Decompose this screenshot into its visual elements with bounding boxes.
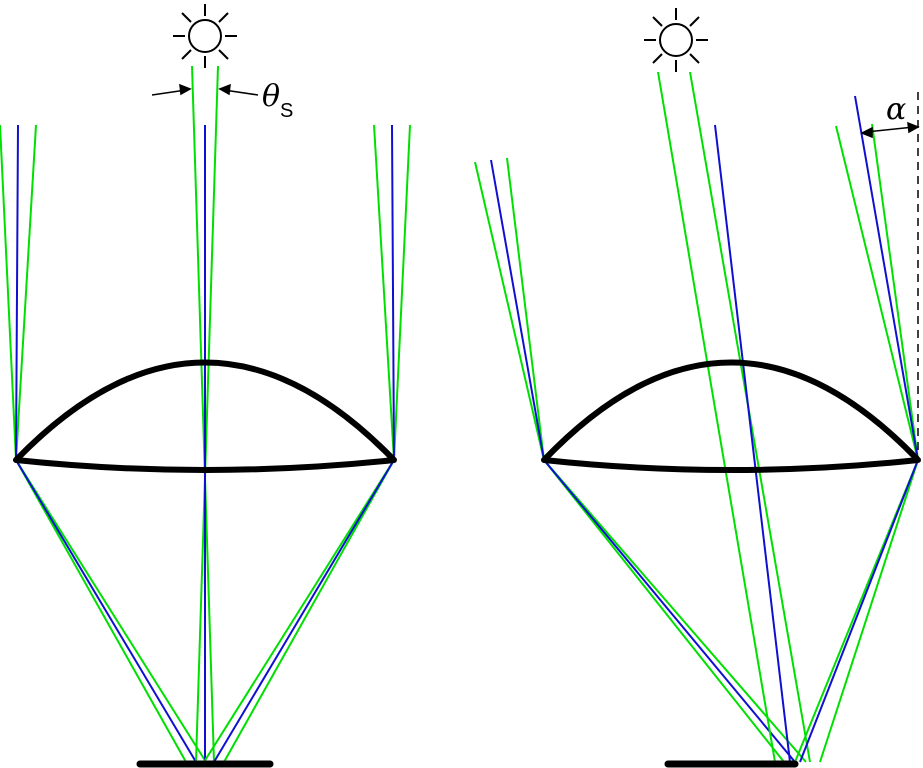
central-ray <box>543 459 796 763</box>
edge-ray <box>474 161 545 461</box>
central-ray <box>799 459 919 763</box>
theta-subscript-label: S <box>280 100 294 122</box>
edge-ray <box>195 65 219 763</box>
alpha-symbol-label: α <box>886 92 907 127</box>
edge-ray <box>15 124 37 461</box>
ray-group-left <box>474 157 807 763</box>
left-panel-normal-incidence <box>0 4 411 768</box>
edge-ray <box>506 157 545 461</box>
edge-ray <box>15 459 207 763</box>
edge-ray <box>819 459 919 763</box>
central-ray <box>714 124 791 763</box>
central-ray <box>490 159 545 461</box>
edge-ray <box>835 125 919 461</box>
edge-ray <box>373 124 395 461</box>
ray-group-center <box>191 65 219 763</box>
central-ray <box>15 459 197 763</box>
ray-group-center <box>657 71 811 763</box>
right-panel-oblique-incidence <box>474 8 921 768</box>
central-ray <box>391 124 395 461</box>
lens <box>541 359 921 473</box>
edge-ray <box>15 459 187 763</box>
theta-angle-marker <box>151 83 259 96</box>
ray-group-right <box>203 124 411 763</box>
lens <box>13 359 397 473</box>
central-ray <box>15 124 19 461</box>
edge-ray <box>191 65 215 763</box>
ray-group-left <box>0 124 207 763</box>
edge-ray <box>203 459 395 763</box>
edge-ray <box>871 123 919 461</box>
edge-ray <box>657 71 776 763</box>
alpha-angle-marker <box>860 92 920 460</box>
central-ray <box>854 95 919 461</box>
edge-ray <box>543 459 807 763</box>
edge-ray <box>0 124 17 461</box>
edge-ray <box>543 459 785 763</box>
theta-symbol-label: θ <box>262 79 281 114</box>
ray-group-right <box>794 95 919 763</box>
edge-ray <box>393 124 411 461</box>
edge-ray <box>223 459 395 763</box>
central-ray <box>213 459 395 763</box>
sun-icon <box>173 4 237 68</box>
sun-icon <box>644 8 708 72</box>
